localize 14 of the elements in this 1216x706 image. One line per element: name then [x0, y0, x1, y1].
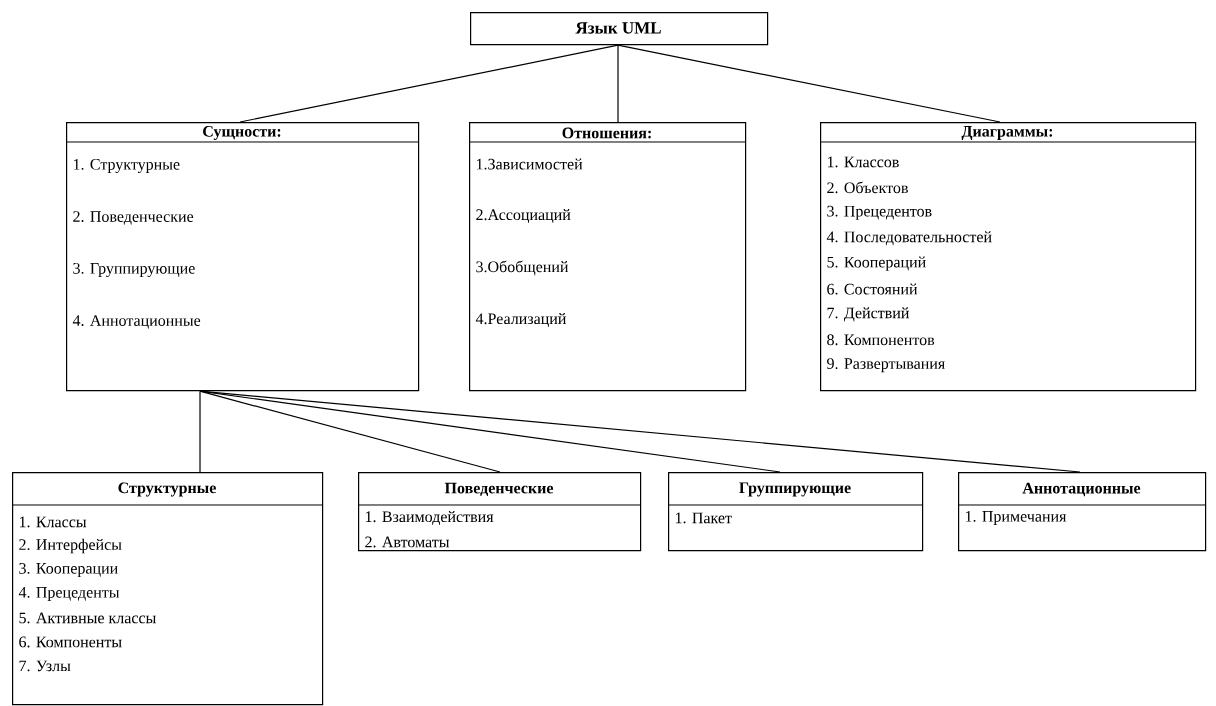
- connector-line: [239, 44, 619, 123]
- list-box: Структурные 1. Классы 2. Интерфейсы 3. Кооперации 4. Прецеденты 5. Активные классы 6. Компоненты 7. Узлы: [11, 472, 324, 706]
- list-box: Язык UML: [470, 12, 769, 46]
- connector-line: [617, 44, 619, 123]
- list-box: Аннотационные 1. Примечания: [957, 472, 1207, 552]
- list-box: Отношения: 1.Зависимостей 2.Ассоциаций 3.Обобщений 4.Реализаций: [468, 122, 747, 392]
- connector-line: [199, 390, 501, 473]
- list-box: Группирующие 1. Пакет: [667, 472, 924, 552]
- connector-line: [199, 390, 201, 473]
- list-box: Диаграммы: 1. Классов 2. Объектов 3. Прецедентов 4. Последовательностей 5. Коопераций 6. Состояний 7. Действий 8. Компонентов 9. Развертывания: [819, 122, 1197, 392]
- connector-line: [617, 44, 1001, 123]
- list-box: Сущности: 1. Структурные 2. Поведенческие 3. Группирующие 4. Аннотационные: [65, 122, 420, 392]
- list-box: Поведенческие 1. Взаимодействия 2. Автоматы: [357, 472, 642, 552]
- connector-line: [199, 390, 1081, 473]
